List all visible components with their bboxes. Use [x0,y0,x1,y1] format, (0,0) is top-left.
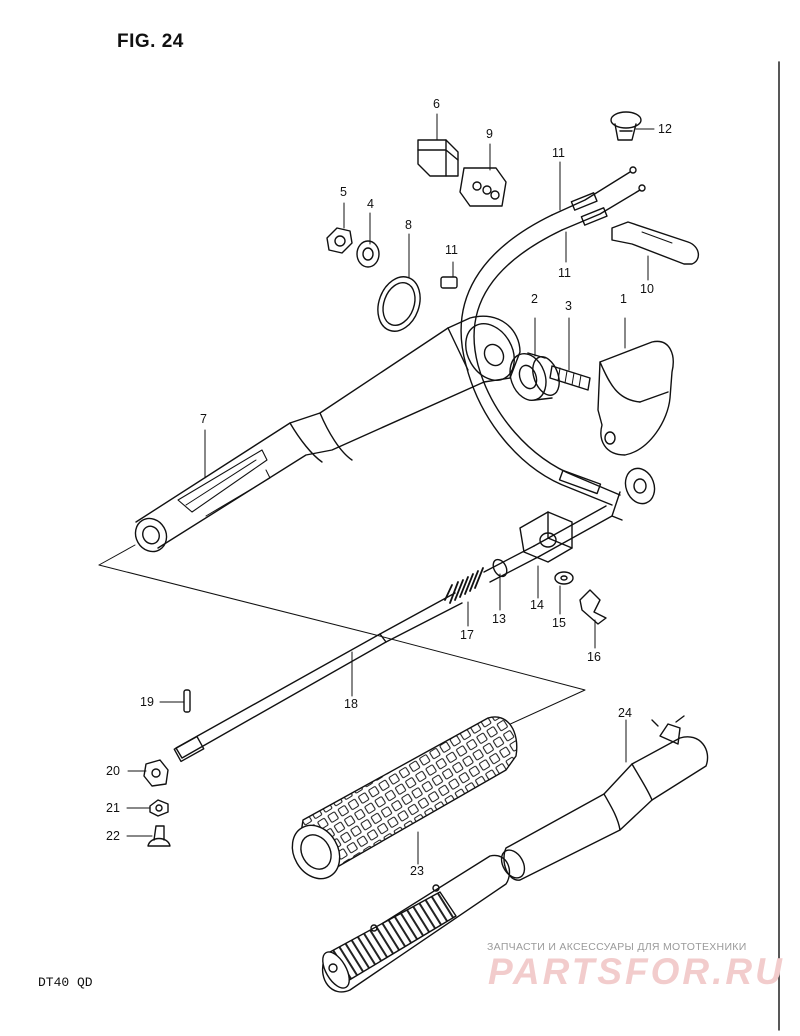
watermark-tagline: ЗАПЧАСТИ И АКСЕССУАРЫ ДЛЯ МОТОТЕХНИКИ [487,941,747,953]
washer-screw-drawing [554,571,607,625]
cable-end-drawing [611,467,656,521]
throttle-shaft-drawing [173,592,463,763]
figure-title: FIG. 24 [117,31,184,52]
callout-14: 14 [530,598,544,612]
callout-24: 24 [618,706,632,720]
callout-22: 22 [106,829,120,843]
callout-15: 15 [552,616,566,630]
leader-lines [126,113,655,865]
callout-21: 21 [106,801,120,815]
callout-4: 4 [367,197,374,211]
model-code: DT40 QD [38,975,93,990]
callout-23: 23 [410,864,424,878]
shaft-holder-drawing [519,511,573,563]
callout-2: 2 [531,292,538,306]
bolt-drawing [549,365,591,391]
callout-18: 18 [344,697,358,711]
screw-drawing-12 [610,111,642,141]
callout-13: 13 [492,612,506,626]
callout-11-lower: 11 [558,266,571,280]
callout-20: 20 [106,764,120,778]
spring-drawing [444,567,484,604]
throttle-grip-drawing [291,716,518,880]
callout-17: 17 [460,628,474,642]
callout-9: 9 [486,127,493,141]
callout-1: 1 [620,292,627,306]
callout-11-key: 11 [445,243,458,257]
callout-16: 16 [587,650,601,664]
grip-pipe-drawing [500,715,709,881]
callout-12: 12 [658,122,672,136]
small-parts-lower [143,689,191,847]
callout-8: 8 [405,218,412,232]
watermark-logo: PARTSFOR.RU [488,951,785,992]
callout-5: 5 [340,185,347,199]
bushing-13-drawing [483,505,613,583]
callout-3: 3 [565,299,572,313]
small-parts-upper [326,139,507,332]
callout-19: 19 [140,695,154,709]
callout-7: 7 [200,412,207,426]
callout-10: 10 [640,282,654,296]
tiller-handle-drawing [134,315,521,553]
assembly-guide-line-2 [98,544,136,566]
cable-bracket-drawing [611,221,699,265]
callout-11-upper: 11 [552,146,565,160]
callout-6: 6 [433,97,440,111]
lower-grip-assembly-drawing [321,854,511,993]
bushing-drawing [509,352,560,401]
tiller-cover-drawing [597,340,674,456]
